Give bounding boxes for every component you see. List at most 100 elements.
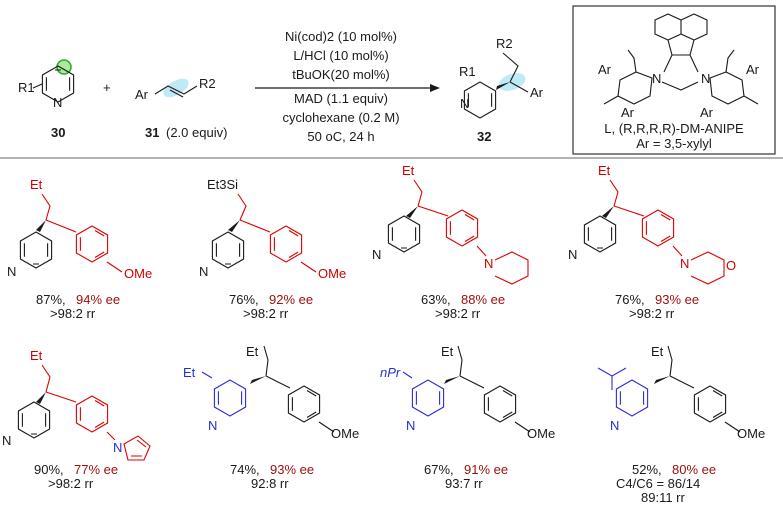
equiv-31: (2.0 equiv): [166, 125, 227, 140]
entry-1-substituent: Et: [30, 177, 43, 192]
reaction-conditions: Ni(cod)2 (10 mol%) L/HCl (10 mol%) tBuOK…: [255, 29, 440, 144]
condition-5: cyclohexane (0.2 M): [282, 110, 399, 125]
entry-2-n: N: [199, 264, 208, 279]
entry-5-n: N: [2, 433, 11, 448]
entry-2-caption: 76%, 92% ee >98:2 rr: [229, 292, 313, 321]
entry-6-substituent: Et: [183, 365, 196, 380]
entry-4-para: N: [680, 256, 689, 271]
entry-3-n: N: [372, 247, 381, 262]
entry-7-n: N: [406, 418, 415, 433]
entry-3-para: N: [484, 256, 493, 271]
ligand-n-right: N: [701, 71, 710, 86]
reactant-30: N R1 30: [18, 59, 75, 140]
entry-6-rr: 92:8 rr: [251, 476, 289, 491]
product-32: R2 Ar R1 N 32: [459, 36, 544, 144]
entry-5-para: N: [113, 440, 122, 455]
entry-5-rr: >98:2 rr: [48, 476, 94, 491]
entry-6-para: OMe: [331, 426, 359, 441]
entry-5-ee: 77% ee: [74, 462, 118, 477]
entry-4-caption: 76%, 93% ee >98:2 rr: [615, 292, 699, 321]
ligand-aryl-def: Ar = 3,5-xylyl: [636, 136, 712, 151]
condition-6: 50 oC, 24 h: [307, 129, 374, 144]
entry-5-structure: Et N N: [2, 348, 151, 461]
entry-2-para: OMe: [318, 266, 346, 281]
entry-2-yield: 76%,: [229, 292, 259, 307]
pyridine-n-32: N: [460, 96, 469, 111]
condition-2: L/HCl (10 mol%): [293, 48, 388, 63]
ligand-box: N N Ar Ar Ar Ar L, (R,R,R,R)-DM-ANIPE Ar…: [572, 5, 776, 155]
entry-8-rr: 89:11 rr: [641, 490, 686, 505]
ligand-name: L, (R,R,R,R)-DM-ANIPE: [604, 121, 744, 136]
entry-6-ethyl: Et: [246, 344, 259, 359]
entry-6-structure: Et Et N OMe: [183, 344, 359, 441]
entry-4-para2: O: [726, 258, 736, 273]
ligand-ar-3: Ar: [746, 62, 760, 77]
entry-3-substituent: Et: [402, 163, 415, 178]
entry-2-ee: 92% ee: [269, 292, 313, 307]
entry-4-substituent: Et: [598, 163, 611, 178]
r1-label-30: R1: [18, 80, 35, 95]
ligand-n-left: N: [652, 71, 661, 86]
condition-1: Ni(cod)2 (10 mol%): [285, 29, 397, 44]
entry-1-ee: 94% ee: [76, 292, 120, 307]
r1-label-32: R1: [459, 64, 476, 79]
entry-1-yield: 87%,: [36, 292, 66, 307]
entry-7-yield: 67%,: [424, 462, 454, 477]
entry-2-structure: Et3Si N OMe: [199, 177, 346, 281]
pyridine-n-30: N: [53, 95, 62, 110]
r2-label-31: R2: [199, 76, 216, 91]
compound-label-30: 30: [51, 125, 65, 140]
entry-4-structure: Et N N O: [568, 163, 736, 285]
reactant-31: Ar R2 31 (2.0 equiv): [135, 76, 227, 140]
entry-7-structure: Et nPr N OMe: [380, 344, 555, 441]
entry-2-rr: >98:2 rr: [243, 306, 289, 321]
ar-label-32: Ar: [530, 85, 544, 100]
entry-1-rr: >98:2 rr: [50, 306, 96, 321]
entry-3-caption: 63%, 88% ee >98:2 rr: [421, 292, 505, 321]
entry-7-ee: 91% ee: [464, 462, 508, 477]
entry-3-rr: >98:2 rr: [435, 306, 481, 321]
entry-5-caption: 90%, 77% ee >98:2 rr: [34, 462, 118, 491]
entry-8-caption: 52%, 80% ee C4/C6 = 86/14 89:11 rr: [616, 462, 716, 505]
entry-7-rr: 93:7 rr: [445, 476, 483, 491]
entry-8-extra: C4/C6 = 86/14: [616, 476, 700, 491]
ligand-ar-4: Ar: [700, 105, 714, 120]
entry-4-rr: >98:2 rr: [629, 306, 675, 321]
entry-8-structure: Et N OMe: [597, 344, 765, 441]
entry-4-ee: 93% ee: [655, 292, 699, 307]
entry-7-ethyl: Et: [441, 344, 454, 359]
entry-3-structure: Et N N: [372, 163, 529, 285]
condition-4: MAD (1.1 equiv): [294, 91, 388, 106]
entry-1-caption: 87%, 94% ee >98:2 rr: [36, 292, 120, 321]
compound-label-32: 32: [477, 129, 491, 144]
entry-1-structure: Et N OMe: [7, 177, 152, 281]
entry-6-yield: 74%,: [230, 462, 260, 477]
entry-3-yield: 63%,: [421, 292, 451, 307]
entry-6-ee: 93% ee: [270, 462, 314, 477]
plus-sign: +: [103, 80, 111, 95]
entry-8-para: OMe: [737, 426, 765, 441]
ligand-ar-1: Ar: [598, 62, 612, 77]
compound-label-31: 31: [145, 125, 159, 140]
entry-7-caption: 67%, 91% ee 93:7 rr: [424, 462, 508, 491]
entry-7-substituent: nPr: [380, 365, 401, 380]
entry-3-ee: 88% ee: [461, 292, 505, 307]
entry-8-yield: 52%,: [632, 462, 662, 477]
entry-4-yield: 76%,: [615, 292, 645, 307]
entry-5-yield: 90%,: [34, 462, 64, 477]
entry-4-n: N: [568, 247, 577, 262]
condition-3: tBuOK(20 mol%): [292, 67, 390, 82]
entry-7-para: OMe: [527, 426, 555, 441]
entry-8-ethyl: Et: [651, 344, 664, 359]
ligand-ar-2: Ar: [621, 105, 635, 120]
entry-6-caption: 74%, 93% ee 92:8 rr: [230, 462, 314, 491]
r2-label-32: R2: [496, 36, 513, 51]
entry-6-n: N: [208, 418, 217, 433]
entry-8-n: N: [610, 418, 619, 433]
ar-label-31: Ar: [135, 87, 149, 102]
entry-5-substituent: Et: [30, 348, 43, 363]
entry-2-substituent: Et3Si: [207, 177, 238, 192]
entry-1-para: OMe: [124, 266, 152, 281]
entry-1-n: N: [7, 264, 16, 279]
